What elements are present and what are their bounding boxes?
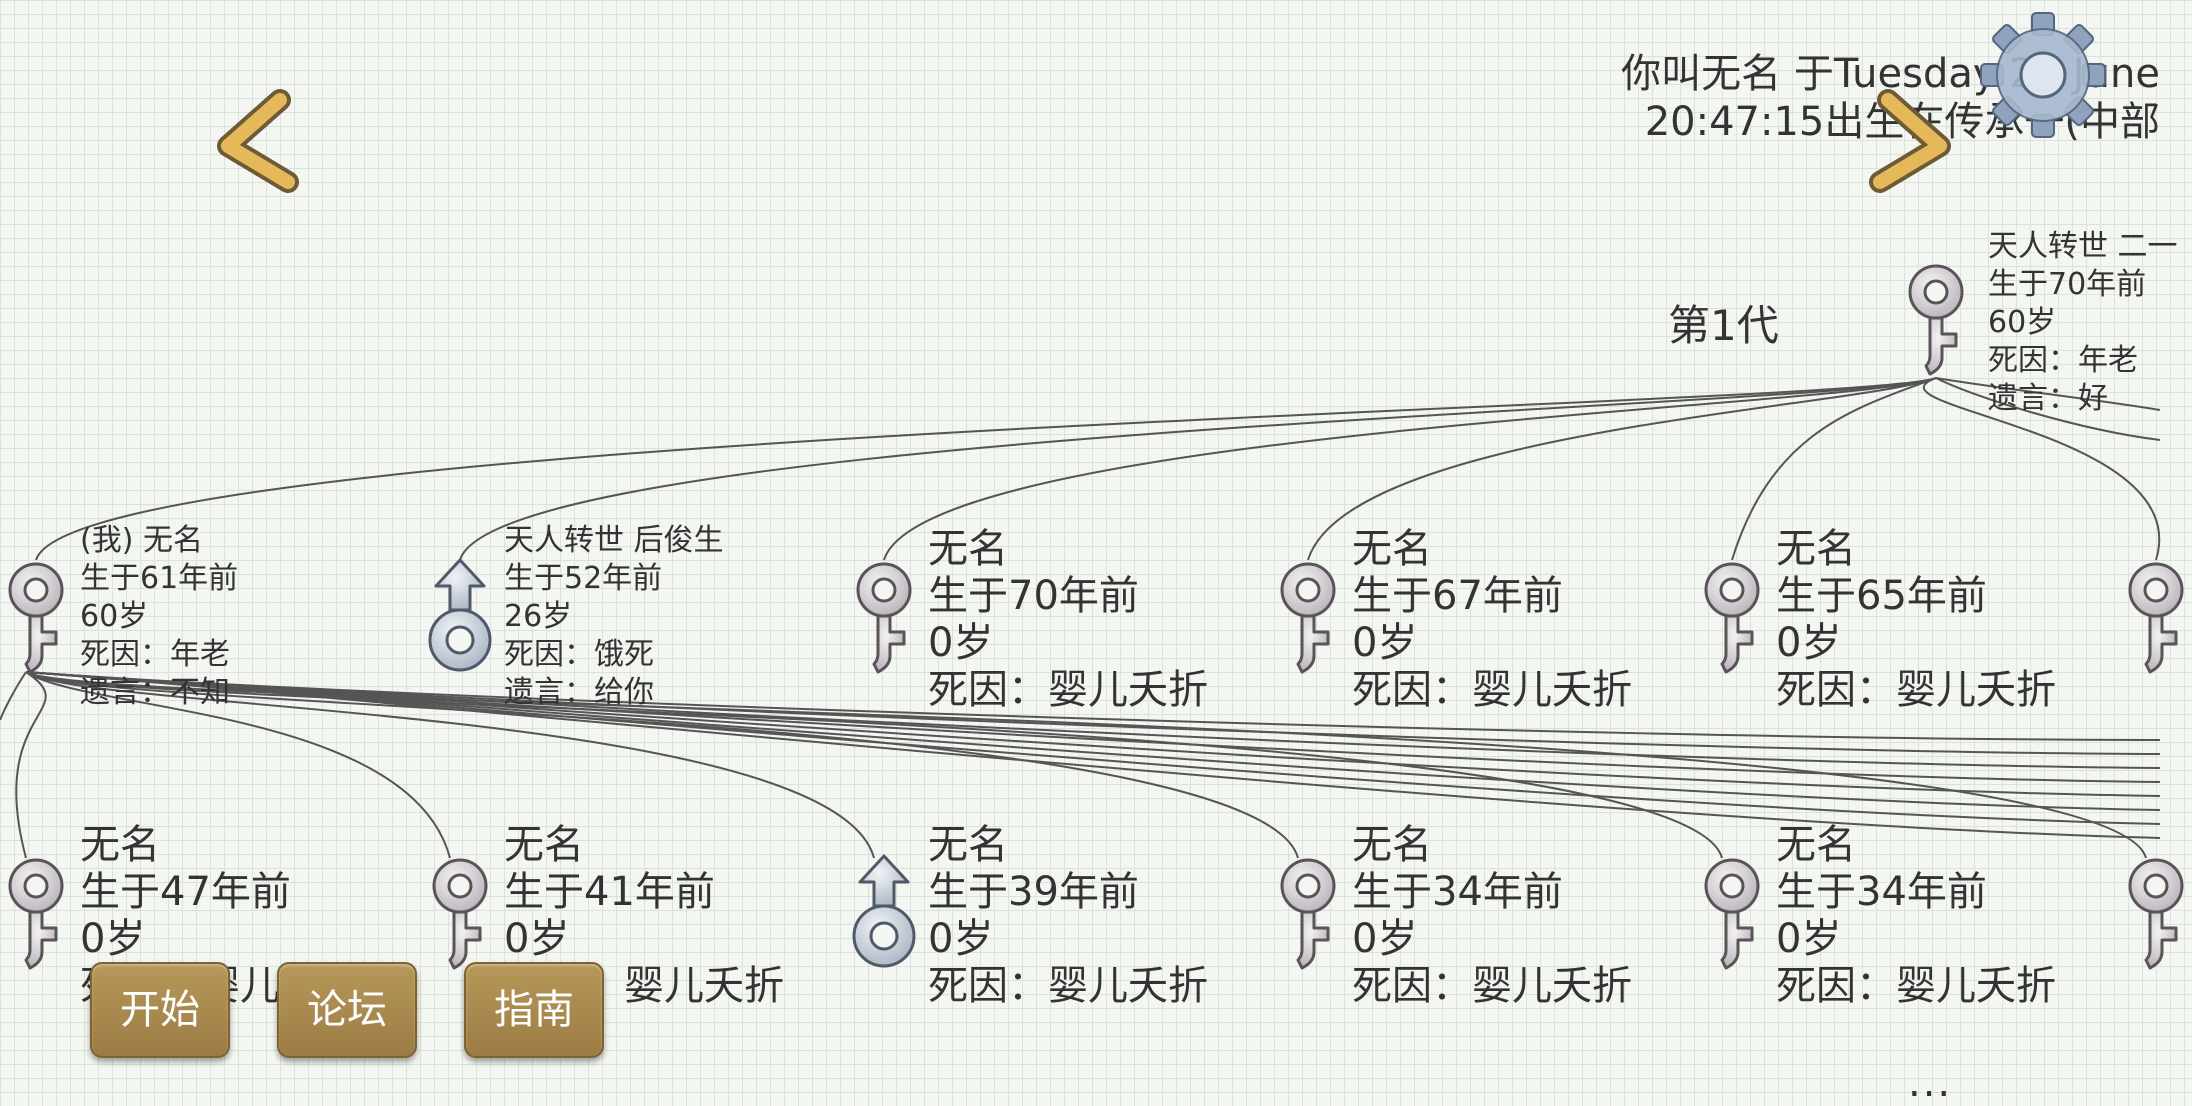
male-symbol-icon [852,854,916,968]
ancestor-info-line: 生于70年前 [1988,267,2147,302]
person-info-line: 0岁 [1776,916,1842,962]
tree-connector-line [1923,377,2161,561]
person-info-line: 无名 [80,822,160,868]
person-info-line: 死因：婴儿夭折 [1776,667,2056,713]
person-info-line: (我) 无名 [80,523,203,558]
female-symbol-icon [8,858,64,970]
person-info-line: 死因：婴儿夭折 [1352,667,1632,713]
person-info-line: 无名 [504,822,584,868]
tree-connector-line [1731,377,1937,561]
tree-connector-line [25,671,2147,859]
tree-connector-line [883,377,1937,561]
person-info-line: 天人转世 后俊生 [504,523,724,558]
person-info-line: 60岁 [80,599,149,634]
family-tree-lines [0,377,2161,859]
person-info-line: 0岁 [504,916,570,962]
tree-connector-line [1935,377,2161,441]
female-symbol-icon [1280,858,1336,970]
person-info-line: 0岁 [1776,620,1842,666]
person-info-line: 死因：年老 [80,637,230,672]
previous-arrow-icon[interactable] [210,88,300,198]
person-info-line: 死因：婴儿夭折 [928,667,1208,713]
female-symbol-icon [2128,562,2184,674]
person-info-line: 无名 [1352,526,1432,572]
generation-label: 第1代 [1668,301,1779,350]
person-info-line: 生于34年前 [1352,869,1563,915]
person-info-line: 生于34年前 [1776,869,1987,915]
ancestor-info-line: 60岁 [1988,305,2057,340]
ancestor-info-line: 遗言：好 [1988,381,2108,416]
female-symbol-icon [1704,858,1760,970]
person-info-line: 26岁 [504,599,573,634]
person-info-line: 无名 [1352,822,1432,868]
female-symbol-icon [1908,264,1964,376]
tree-connector-line [25,671,2161,839]
person-info-line: 生于61年前 [80,561,239,596]
person-info-line: 0岁 [1352,620,1418,666]
person-info-line: 0岁 [928,620,994,666]
person-info-line: 生于52年前 [504,561,663,596]
person-info-line: 0岁 [80,916,146,962]
tree-connector-line [1935,377,2161,411]
person-info-line: 死因：婴儿夭折 [928,963,1208,1009]
more-indicator: ... [1908,1060,1953,1106]
female-symbol-icon [856,562,912,674]
guide-button[interactable]: 指南 [464,962,604,1058]
tree-connector-line [25,671,1723,859]
person-info-line: 遗言：不知 [80,675,230,710]
tree-connector-line [0,671,27,721]
person-info-line: 无名 [928,822,1008,868]
person-info-line: 无名 [1776,526,1856,572]
tree-connector-line [25,671,451,859]
person-info-line: 生于47年前 [80,869,291,915]
person-info-line: 遗言：给你 [504,675,654,710]
person-info-line: 死因：婴儿夭折 [1352,963,1632,1009]
ancestor-info-line: 死因：年老 [1988,343,2138,378]
settings-gear-icon[interactable] [1978,10,2108,140]
person-info-line: 生于67年前 [1352,573,1563,619]
person-info-line: 死因：婴儿夭折 [1776,963,2056,1009]
ancestor-info-line: 天人转世 二一 [1988,229,2178,264]
female-symbol-icon [1704,562,1760,674]
tree-connector-line [459,377,1937,561]
person-info-line: 无名 [928,526,1008,572]
female-symbol-icon [2128,858,2184,970]
tree-connector-line [1307,377,1937,561]
female-symbol-icon [8,562,64,674]
next-arrow-icon[interactable] [1868,88,1958,198]
female-symbol-icon [1280,562,1336,674]
start-button[interactable]: 开始 [90,962,230,1058]
tree-connector-line [35,377,1937,561]
person-info-line: 0岁 [1352,916,1418,962]
person-info-line: 0岁 [928,916,994,962]
person-info-line: 生于65年前 [1776,573,1987,619]
forum-button[interactable]: 论坛 [277,962,417,1058]
tree-connector-line [25,671,1299,859]
tree-connector-line [15,671,47,859]
male-symbol-icon [428,558,492,672]
person-info-line: 死因：饿死 [504,637,654,672]
tree-connector-line [25,671,875,859]
female-symbol-icon [432,858,488,970]
person-info-line: 生于70年前 [928,573,1139,619]
person-info-line: 无名 [1776,822,1856,868]
person-info-line: 生于39年前 [928,869,1139,915]
person-info-line: 生于41年前 [504,869,715,915]
